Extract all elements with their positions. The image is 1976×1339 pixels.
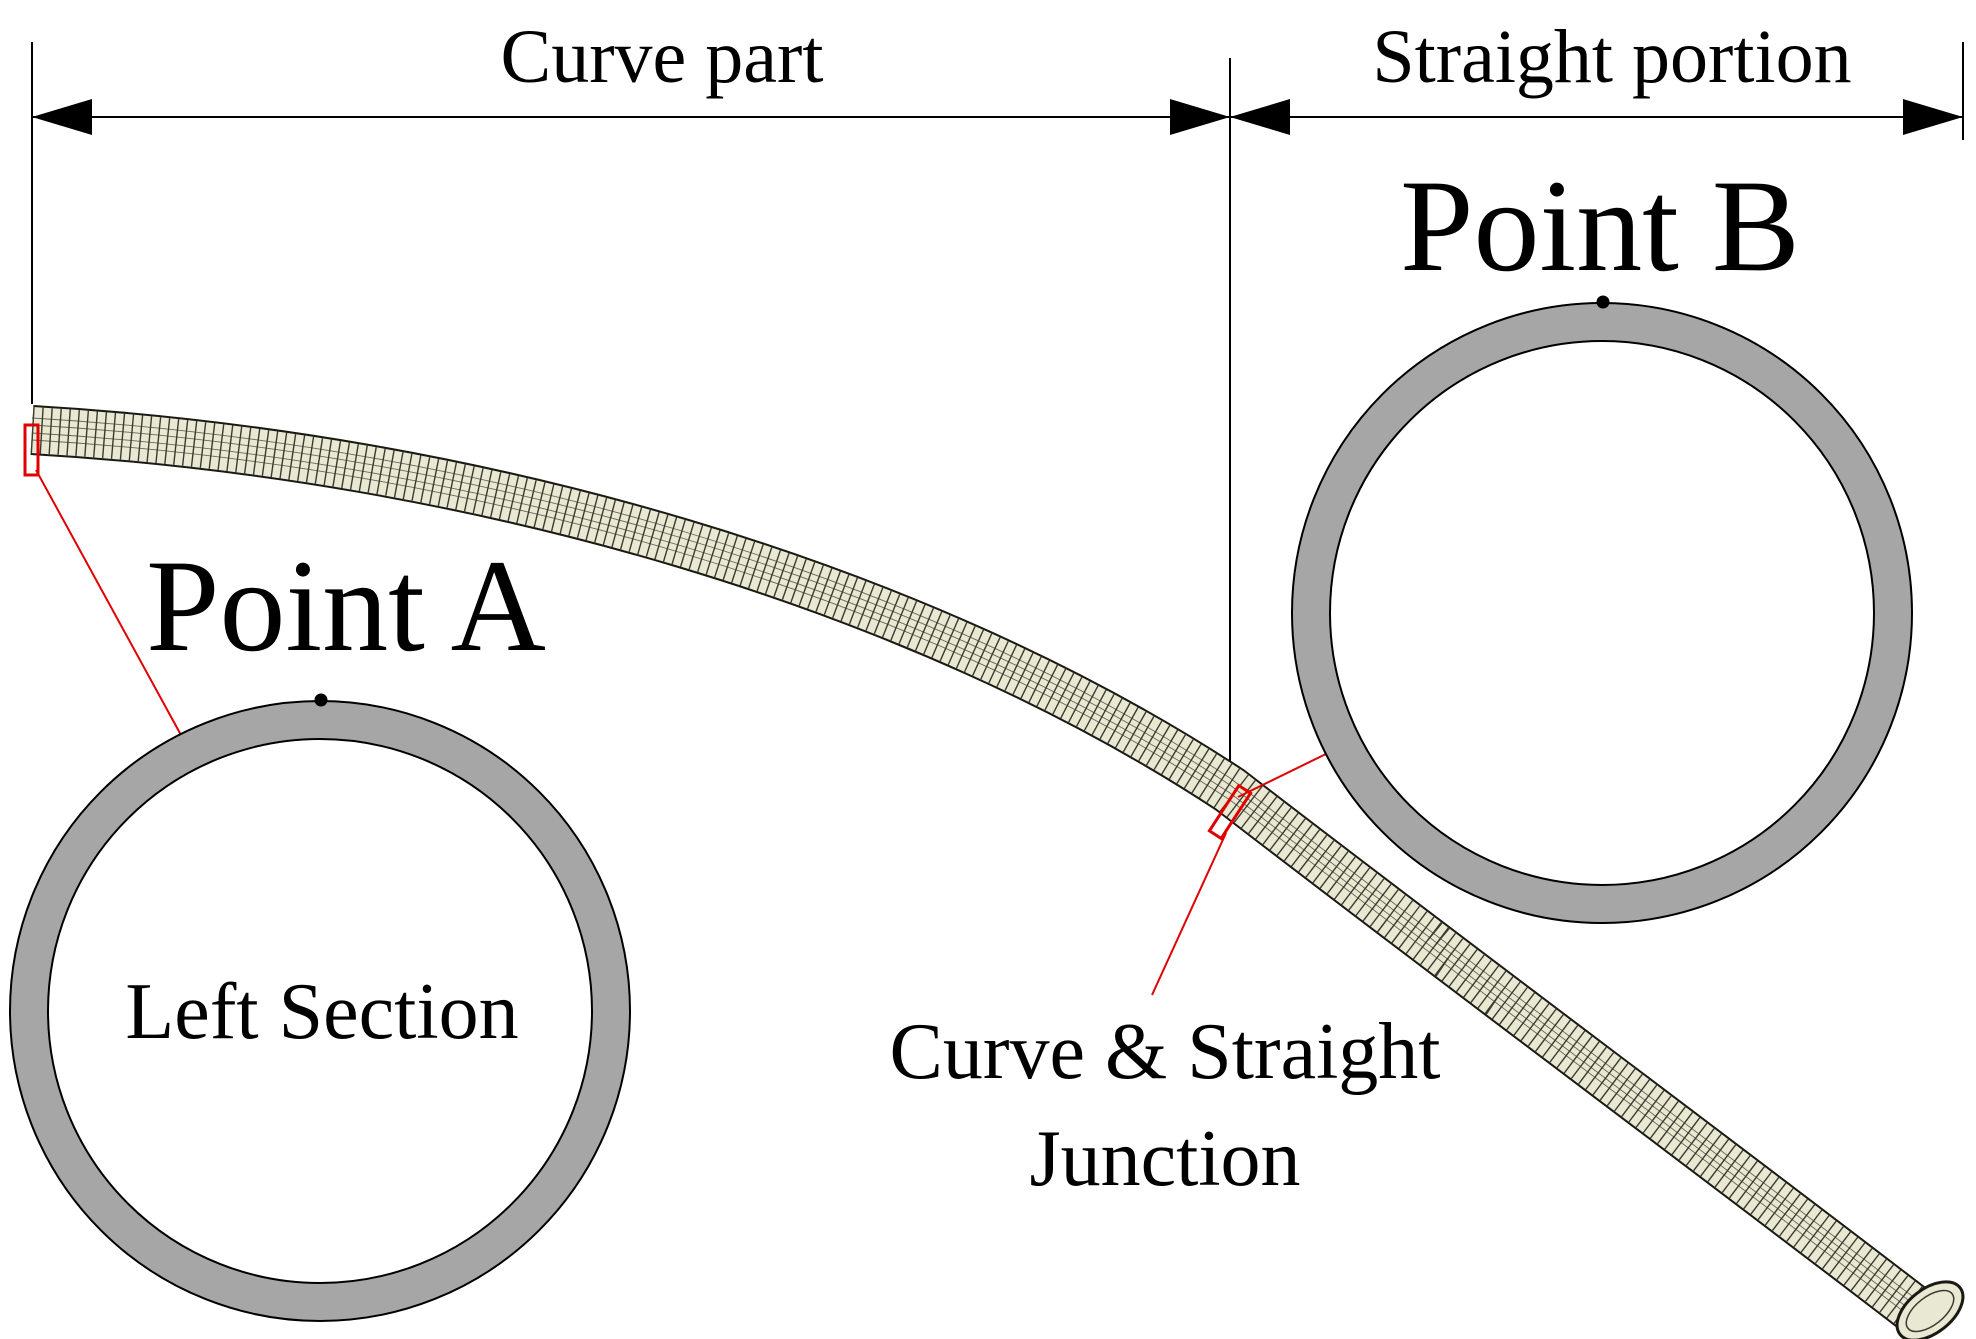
left-section-ring: [9, 700, 631, 1322]
junction-section-marker: [1207, 783, 1253, 841]
point-a-dot: [314, 693, 328, 707]
pipe-open-end: [1895, 1280, 1965, 1339]
point-b-dot: [1596, 295, 1610, 309]
left-section-label: Left Section: [125, 968, 518, 1056]
junction-section-ring: [1291, 302, 1913, 924]
junction-label-line1: Curve & Straight: [889, 1008, 1440, 1096]
pipe-open-end-inner: [1905, 1289, 1955, 1333]
pipe-mesh-rings: [30, 407, 1940, 1337]
straight-portion-label: Straight portion: [1372, 15, 1851, 99]
pipe: [30, 405, 1965, 1339]
junction-leader-to-label: [1151, 832, 1227, 996]
point-a-label: Point A: [146, 532, 546, 679]
junction-leader-to-point-b: [1237, 751, 1331, 798]
junction-label-line2: Junction: [1029, 1115, 1300, 1203]
left-section-marker: [23, 423, 40, 477]
point-b-label: Point B: [1400, 152, 1800, 299]
curve-part-label: Curve part: [501, 15, 824, 99]
pipe-mesh-longitudinal: [31, 417, 1926, 1329]
left-section-leader: [35, 469, 194, 758]
